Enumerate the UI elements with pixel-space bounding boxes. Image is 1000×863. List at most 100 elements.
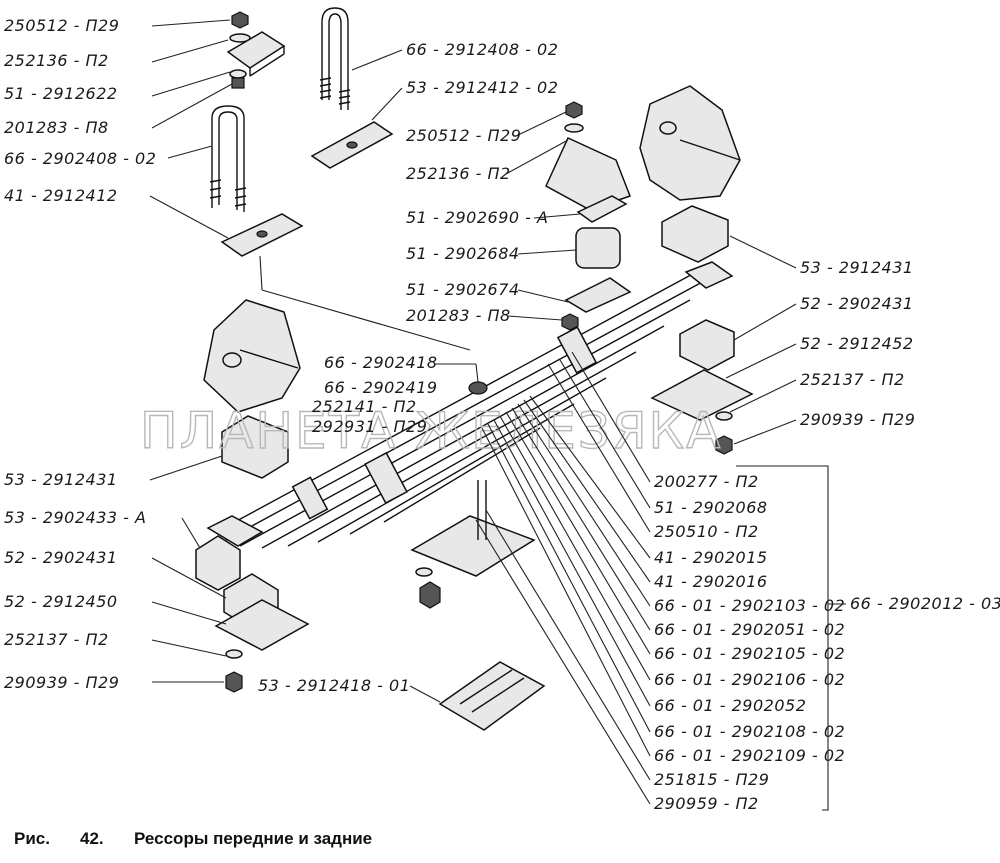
- leader-lines: [149, 19, 846, 811]
- label-p30: 53 - 2912418 - 01: [258, 676, 410, 695]
- pad-edge: [249, 53, 285, 77]
- nut-center: [419, 581, 441, 609]
- u-bolt-left-inner: [218, 111, 238, 210]
- spring-eye-left: [206, 515, 264, 547]
- spring-clip-3: [291, 476, 329, 520]
- label-p05: 66 - 2902408 - 02: [4, 149, 156, 168]
- part-labels: 250512 - П29 252136 - П2 51 - 2912622 20…: [4, 16, 1000, 813]
- u-bolt-top-center-inner: [328, 13, 342, 110]
- label-p11: 51 - 2902690 - А: [406, 208, 548, 227]
- nut-small: [231, 77, 245, 89]
- label-p35: 41 - 2902016: [654, 572, 768, 591]
- rubber-pad-52-right: [679, 319, 735, 371]
- bracket-hole-left: [222, 352, 242, 368]
- label-p18: 252137 - П2: [800, 370, 905, 389]
- label-p44: 290959 - П2: [654, 794, 759, 813]
- label-p22: 252141 - П2: [312, 397, 417, 416]
- label-p19: 290939 - П29: [800, 410, 915, 429]
- cup-right: [564, 277, 632, 313]
- label-p26: 52 - 2902431: [4, 548, 118, 567]
- label-p40: 66 - 01 - 2902052: [654, 696, 806, 715]
- cup-52-left: [214, 599, 310, 651]
- label-p43: 251815 - П29: [654, 770, 769, 789]
- label-p13: 51 - 2902674: [406, 280, 520, 299]
- label-p03: 51 - 2912622: [4, 84, 118, 103]
- rubber-pad-right: [575, 227, 621, 269]
- figure-caption: Рис. 42. Рессоры передние и задние: [14, 829, 372, 848]
- leaf-spring-main: [206, 261, 734, 549]
- pad-bottom-rib: [471, 677, 525, 713]
- label-p06: 41 - 2912412: [4, 186, 118, 205]
- liner-53-left: [195, 535, 241, 591]
- watermark: ПЛАНЕТА ЖЕЛЕЗЯКА: [140, 402, 722, 460]
- u-bolt-left-thread: [209, 179, 247, 207]
- spacer-hole: [346, 141, 358, 149]
- label-p37: 66 - 01 - 2902051 - 02: [654, 620, 845, 639]
- pad-bottom-rib: [459, 669, 513, 705]
- label-p32: 51 - 2902068: [654, 498, 768, 517]
- bracket-rib-left: [239, 349, 299, 369]
- bolt-right-lower: [715, 435, 733, 455]
- caption-title: Рессоры передние и задние: [134, 829, 372, 848]
- label-p42: 66 - 01 - 2902109 - 02: [654, 746, 845, 765]
- spring-clip-2: [556, 326, 598, 374]
- spring-clip-1: [364, 451, 408, 505]
- label-p10: 252136 - П2: [406, 164, 511, 183]
- pad-bottom: [438, 661, 546, 731]
- caption-prefix: Рис.: [14, 829, 50, 848]
- label-p24: 53 - 2912431: [4, 470, 118, 489]
- label-p33: 250510 - П2: [654, 522, 759, 541]
- label-p07: 66 - 2912408 - 02: [406, 40, 558, 59]
- u-bolt-left: [211, 105, 245, 212]
- label-p23: 292931 - П29: [312, 417, 427, 436]
- washer-left-lower: [225, 649, 243, 659]
- washer-right: [564, 123, 584, 133]
- washer-top-left: [229, 33, 251, 43]
- nut-top-left: [231, 11, 249, 29]
- cup-52-right: [650, 369, 754, 421]
- bracket-rib: [679, 139, 741, 161]
- label-p20: 66 - 2902418: [324, 353, 438, 372]
- label-p34: 41 - 2902015: [654, 548, 768, 567]
- label-p38: 66 - 01 - 2902105 - 02: [654, 644, 845, 663]
- bracket-right-upper: [545, 137, 631, 211]
- bolt-head-right: [561, 313, 579, 331]
- bracket-hole: [659, 121, 677, 135]
- label-p21: 66 - 2902419: [324, 378, 438, 397]
- washer-small: [229, 69, 247, 79]
- label-p09: 250512 - П29: [406, 126, 521, 145]
- spring-eye-right: [684, 261, 734, 289]
- label-p27: 52 - 2912450: [4, 592, 118, 611]
- spacer-hole-left: [256, 230, 268, 238]
- label-p28: 252137 - П2: [4, 630, 109, 649]
- label-p39: 66 - 01 - 2902106 - 02: [654, 670, 845, 689]
- label-p02: 252136 - П2: [4, 51, 109, 70]
- label-p15: 53 - 2912431: [800, 258, 914, 277]
- label-p08: 53 - 2912412 - 02: [406, 78, 558, 97]
- hanger-bracket-left: [203, 299, 301, 413]
- pad-center-lower: [410, 515, 536, 577]
- caption-number: 42.: [80, 829, 104, 848]
- label-p45: 66 - 2902012 - 03: [850, 594, 1000, 613]
- parts-drawing: [195, 7, 754, 731]
- label-p31: 200277 - П2: [654, 472, 759, 491]
- nut-right: [565, 101, 583, 119]
- label-p12: 51 - 2902684: [406, 244, 520, 263]
- u-bolt-top-center: [321, 7, 349, 110]
- label-p17: 52 - 2912452: [800, 334, 914, 353]
- rubber-pad-53-left: [221, 415, 289, 479]
- label-p36: 66 - 01 - 2902103 - 02: [654, 596, 845, 615]
- u-bolt-thread: [319, 77, 351, 105]
- bolt-left-lower: [225, 671, 243, 693]
- rubber-pad-53-right: [661, 205, 729, 263]
- center-bolt-nut: [468, 381, 488, 395]
- label-p29: 290939 - П29: [4, 673, 119, 692]
- liner-plate: [576, 195, 628, 223]
- label-p01: 250512 - П29: [4, 16, 119, 35]
- label-p16: 52 - 2902431: [800, 294, 914, 313]
- washer-center: [415, 567, 433, 577]
- label-p41: 66 - 01 - 2902108 - 02: [654, 722, 845, 741]
- label-p14: 201283 - П8: [406, 306, 511, 325]
